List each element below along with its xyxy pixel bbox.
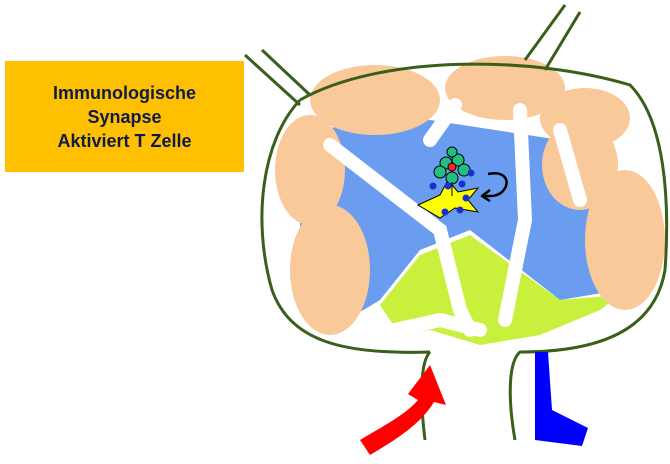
- blue-bent-arrow-icon: [535, 352, 588, 446]
- cortex-lobe-right-lower: [585, 170, 665, 310]
- red-curved-arrow-icon: [360, 365, 446, 455]
- afferent-vessel-left: [245, 50, 310, 105]
- t-cell-center: [448, 163, 456, 171]
- cortex-lobe-left-lower: [290, 205, 370, 335]
